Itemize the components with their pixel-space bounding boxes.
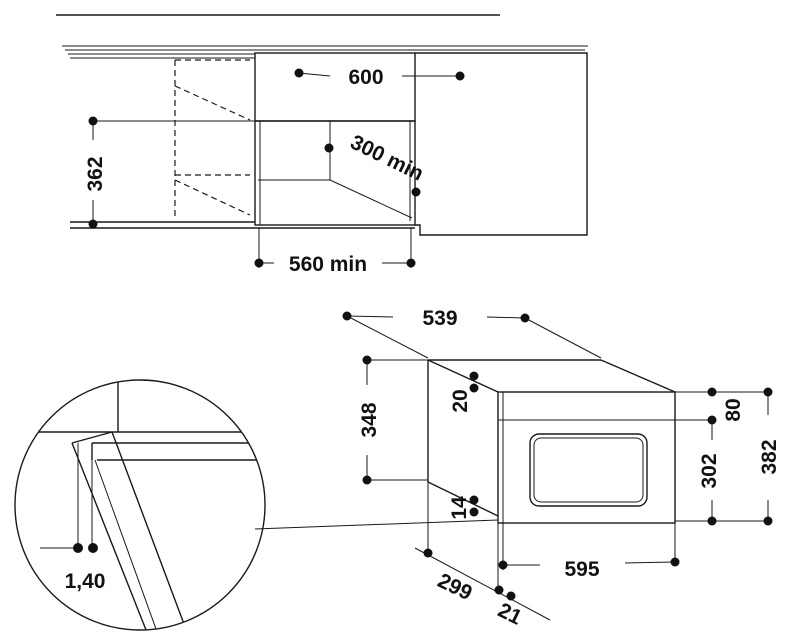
dim-side-depth: 299 xyxy=(434,569,476,605)
dim-front-width: 595 xyxy=(564,558,599,581)
dim-348-dot-bottom xyxy=(362,475,372,485)
dim-299-dot-left xyxy=(423,548,433,558)
dim-539-ext-right xyxy=(524,317,602,359)
dim-595-dot-left xyxy=(498,560,508,570)
niche-floor-diagonal xyxy=(329,179,413,219)
dim-539-dot-right xyxy=(520,313,530,323)
side-dash-3 xyxy=(174,85,251,121)
oven-window xyxy=(529,433,648,507)
dim-20-dot-bottom xyxy=(469,383,479,393)
oven-front-frame xyxy=(497,391,676,524)
right-cabinet-door xyxy=(415,52,588,236)
oven-view: 539 348 20 14 80 302 382 xyxy=(342,307,781,630)
dim-539-line-right xyxy=(486,316,526,319)
dim-539-ext-left xyxy=(346,315,429,359)
dim-top-gap: 20 xyxy=(449,389,472,412)
dim-total-height: 382 xyxy=(758,439,781,474)
dim-depth-top: 539 xyxy=(422,307,457,330)
oven-window-inner xyxy=(533,437,644,503)
dim-600-dot-right xyxy=(455,71,465,81)
detail-leader-line xyxy=(254,519,499,530)
dim-560-dot-right xyxy=(406,258,416,268)
dim-21-dot xyxy=(506,591,516,601)
dim-1-40-dot-left xyxy=(73,543,83,553)
niche-view: 362 600 300 min 560 min xyxy=(56,14,588,276)
dim-niche-width: 600 xyxy=(348,66,383,89)
dim-600-dot-left xyxy=(294,68,304,78)
dim-560-dot-left xyxy=(254,258,264,268)
niche-box xyxy=(254,120,416,226)
dim-front-top: 80 xyxy=(722,398,745,421)
dim-382-dot-top xyxy=(763,387,773,397)
detail-panel-right xyxy=(111,431,191,630)
dim-300-dot-right xyxy=(411,187,421,197)
dim-front-height: 302 xyxy=(698,453,721,488)
dim-niche-height: 362 xyxy=(84,156,107,191)
dim-299-dot-right xyxy=(494,585,504,595)
dim-1-40-dot-right xyxy=(88,543,98,553)
dim-front-thickness: 21 xyxy=(494,599,525,630)
detail-panel-inner xyxy=(94,459,161,630)
dim-595-line-right xyxy=(624,561,676,564)
dim-cabinet-width: 560 min xyxy=(289,253,367,276)
dim-362-dot-bottom xyxy=(88,219,98,229)
dim-80-dot-top xyxy=(707,387,717,397)
dim-14-dot-bottom xyxy=(469,507,479,517)
detail-view: 1,40 xyxy=(14,379,499,631)
dim-595-dot-right xyxy=(670,557,680,567)
dim-600-line-left xyxy=(298,72,331,77)
side-dash-5 xyxy=(174,179,251,216)
dim-bottom-gap: 14 xyxy=(448,496,471,520)
detail-circle xyxy=(14,379,266,631)
dim-539-dot-left xyxy=(342,311,352,321)
oven-bottom-left xyxy=(427,481,499,517)
detail-content xyxy=(15,380,260,630)
upper-cabinet xyxy=(254,52,416,122)
dim-539-line-left xyxy=(346,315,394,318)
dim-20-dot-top xyxy=(469,371,479,381)
dim-300-dot-left xyxy=(324,143,334,153)
detail-panel-top xyxy=(71,431,113,444)
dim-348-dot-top xyxy=(362,355,372,365)
dim-302-dot-bottom xyxy=(707,516,717,526)
dim-14-dot-top xyxy=(469,495,479,505)
dim-362-dot-top xyxy=(88,116,98,126)
dim-body-height: 348 xyxy=(358,402,381,437)
detail-panel-left xyxy=(71,442,151,630)
oven-top-right xyxy=(600,359,676,393)
dim-382-dot-bottom xyxy=(763,516,773,526)
dim-frame-thickness: 1,40 xyxy=(65,570,106,593)
dim-299-diag xyxy=(414,547,551,621)
oven-top-left xyxy=(427,359,499,393)
